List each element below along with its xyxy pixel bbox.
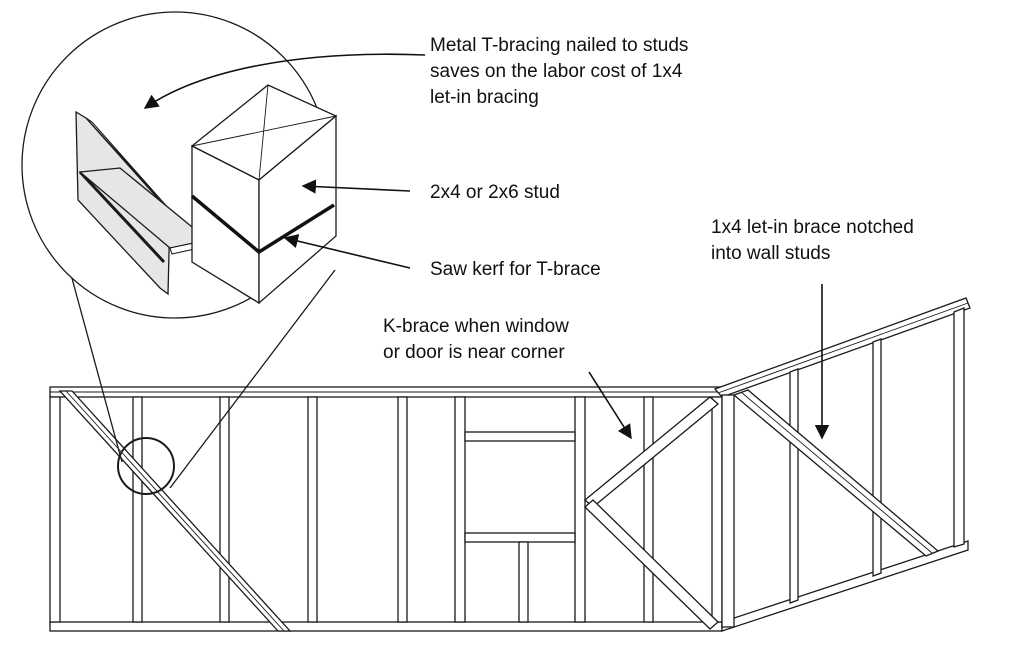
bottom-plate <box>49 621 723 632</box>
label-let-in-line2: into wall studs <box>711 243 830 264</box>
label-saw-kerf: Saw kerf for T-brace <box>430 259 601 280</box>
detail-locator-circle <box>117 437 175 495</box>
right-wall-studs <box>789 307 965 604</box>
stud-block <box>190 84 338 305</box>
label-k-brace-line1: K-brace when window <box>383 316 569 337</box>
label-metal-tbrace-line2: saves on the labor cost of 1x4 <box>430 61 683 82</box>
metal-t-brace <box>75 110 210 296</box>
label-k-brace-line2: or door is near corner <box>383 342 565 363</box>
label-metal-tbrace-line1: Metal T-bracing nailed to studs <box>430 35 688 56</box>
arrow-metal-tbrace <box>143 53 426 109</box>
arrow-stud <box>301 179 411 194</box>
k-brace <box>583 396 720 630</box>
label-let-in-line1: 1x4 let-in brace notched <box>711 217 914 238</box>
annotation-arrows <box>143 53 830 440</box>
end-stud <box>49 396 61 623</box>
right-bottom-plate <box>721 540 969 632</box>
stud-right-face <box>258 114 337 305</box>
window-opening <box>464 431 576 623</box>
saw-kerf <box>190 194 335 255</box>
right-top-plate <box>713 297 971 398</box>
label-stud: 2x4 or 2x6 stud <box>430 182 560 203</box>
arrow-saw-kerf <box>283 234 411 269</box>
arrow-k-brace <box>588 371 632 440</box>
wall-studs <box>132 396 723 623</box>
left-wall-frame <box>49 386 723 632</box>
label-metal-tbrace-line3: let-in bracing <box>430 87 539 108</box>
right-wall-frame <box>713 297 971 632</box>
let-in-brace <box>732 389 940 557</box>
labels: Metal T-bracing nailed to studs saves on… <box>383 35 914 363</box>
